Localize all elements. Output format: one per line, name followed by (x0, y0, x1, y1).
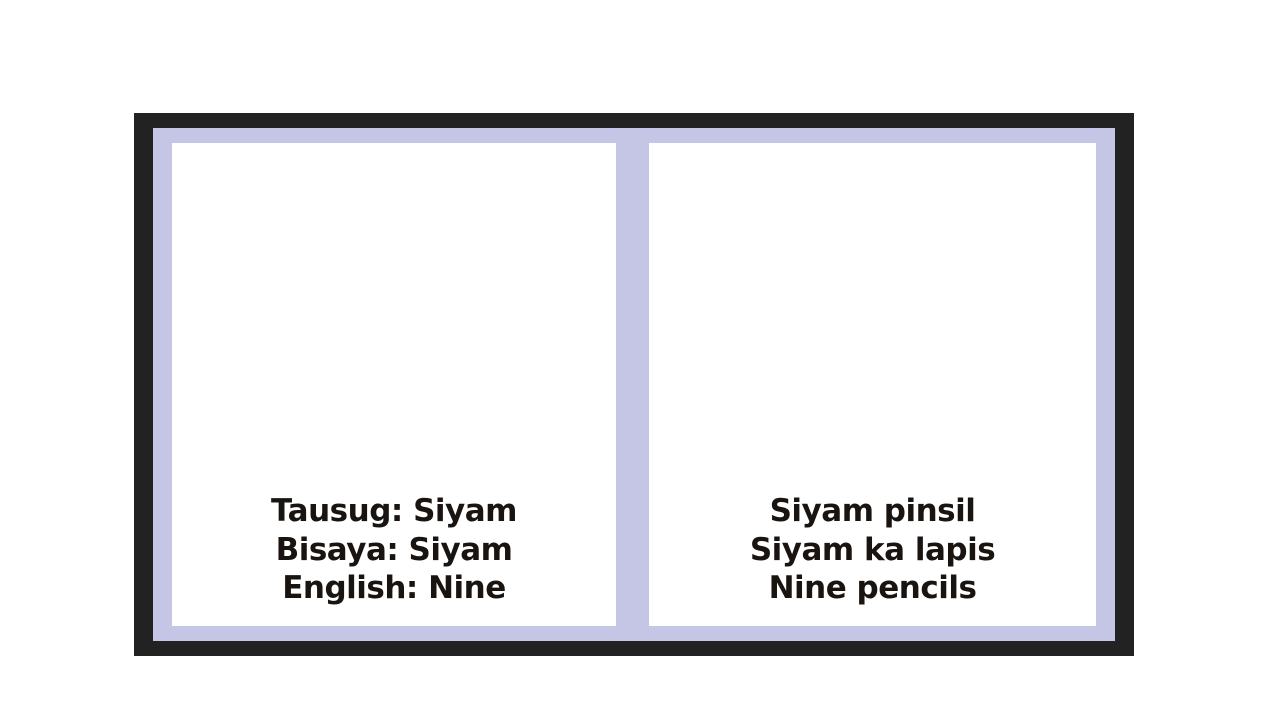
left-panel: Tausug: Siyam Bisaya: Siyam English: Nin… (172, 143, 616, 626)
caption-line-tausug: Tausug: Siyam (271, 493, 517, 529)
caption-line-bisaya-phrase: Siyam ka lapis (749, 531, 996, 568)
caption-line-english-phrase: Nine pencils (768, 570, 977, 606)
right-panel: Siyam pinsil Siyam ka lapis Nine pencils (649, 143, 1096, 626)
caption-line-bisaya: Bisaya: Siyam (275, 531, 513, 568)
caption-line-tausug-phrase: Siyam pinsil (769, 493, 976, 529)
right-panel-caption: Siyam pinsil Siyam ka lapis Nine pencils (649, 492, 1096, 608)
left-panel-caption: Tausug: Siyam Bisaya: Siyam English: Nin… (172, 492, 616, 608)
caption-line-english: English: Nine (282, 570, 506, 606)
